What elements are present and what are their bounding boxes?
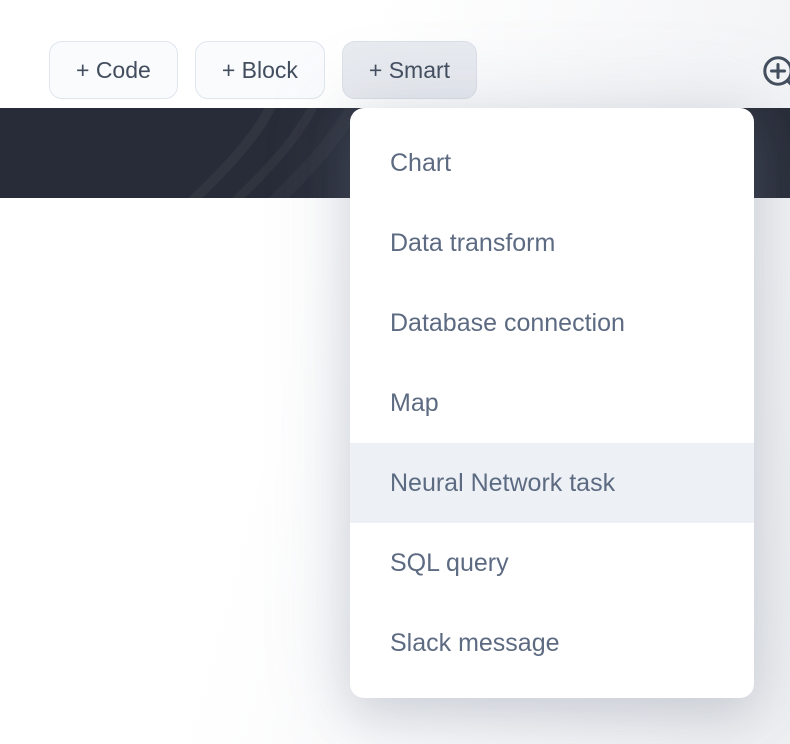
add-buttons-group: + Code + Block + Smart	[49, 41, 478, 99]
menu-item-map[interactable]: Map	[390, 388, 439, 417]
menu-item-chart[interactable]: Chart	[390, 148, 452, 177]
add-smart-button[interactable]: + Smart	[341, 41, 478, 99]
zoom-in-icon[interactable]	[761, 54, 790, 96]
menu-item-slack-message[interactable]: Slack message	[390, 628, 560, 657]
smart-dropdown-menu: Chart Data transform Database connection…	[350, 108, 754, 698]
menu-item-data-transform[interactable]: Data transform	[390, 228, 556, 257]
menu-item-neural-network-task[interactable]: Neural Network task	[350, 443, 754, 523]
bar-decorative-arcs	[188, 108, 318, 198]
menu-item-database-connection[interactable]: Database connection	[390, 308, 625, 337]
add-block-button[interactable]: + Block	[194, 41, 325, 99]
add-code-button[interactable]: + Code	[49, 41, 178, 99]
menu-item-sql-query[interactable]: SQL query	[390, 548, 509, 577]
toolbar: + Code + Block + Smart	[0, 0, 790, 108]
